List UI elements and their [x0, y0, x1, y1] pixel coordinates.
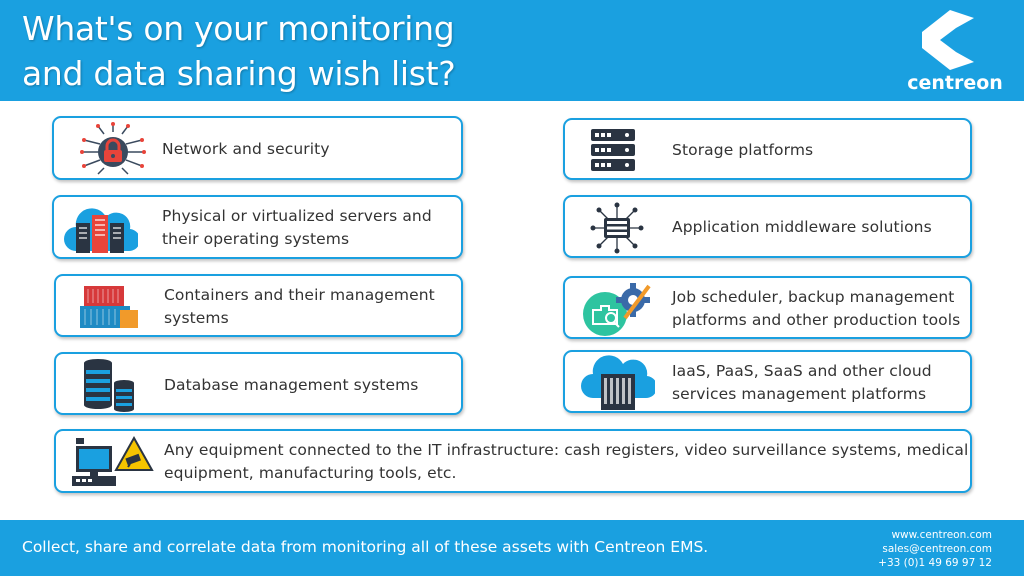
- equipment-line-2: equipment, manufacturing tools, etc.: [164, 464, 457, 482]
- containers-line-1: Containers and their management: [164, 286, 435, 304]
- page-title: What's on your monitoring and data shari…: [22, 6, 642, 96]
- card-equipment-label: Any equipment connected to the IT infras…: [164, 439, 968, 485]
- website-link[interactable]: www.centreon.com: [891, 529, 992, 541]
- card-middleware: Application middleware solutions: [563, 195, 972, 258]
- servers-line-1: Physical or virtualized servers and: [162, 207, 432, 225]
- centreon-logo[interactable]: centreon: [900, 6, 1010, 96]
- email-link[interactable]: sales@centreon.com: [882, 543, 992, 555]
- title-line-1: What's on your monitoring: [22, 9, 455, 48]
- card-servers: Physical or virtualized servers and thei…: [52, 195, 463, 259]
- shipping-containers-icon: [80, 286, 138, 328]
- card-middleware-label: Application middleware solutions: [672, 218, 932, 236]
- jobs-line-2: platforms and other production tools: [672, 311, 961, 329]
- database-icon: [84, 359, 134, 412]
- servers-line-2: their operating systems: [162, 230, 350, 248]
- card-cloud-services: IaaS, PaaS, SaaS and other cloud service…: [563, 350, 972, 413]
- equipment-line-1: Any equipment connected to the IT infras…: [164, 441, 969, 459]
- card-network-security: Network and security: [52, 116, 463, 180]
- contact-info: www.centreon.com sales@centreon.com +33 …: [878, 528, 992, 570]
- card-job-scheduler-label: Job scheduler, backup management platfor…: [672, 286, 960, 332]
- card-storage: Storage platforms: [563, 118, 972, 180]
- footer-tagline: Collect, share and correlate data from m…: [22, 538, 709, 556]
- card-database-label: Database management systems: [164, 376, 419, 394]
- cloud-servers-icon: [64, 208, 138, 253]
- card-servers-label: Physical or virtualized servers and thei…: [162, 205, 432, 251]
- card-network-label: Network and security: [162, 140, 330, 158]
- card-equipment: Any equipment connected to the IT infras…: [54, 429, 972, 493]
- centreon-c-logo-icon: [922, 10, 974, 70]
- jobs-line-1: Job scheduler, backup management: [672, 288, 955, 306]
- card-job-scheduler: Job scheduler, backup management platfor…: [563, 276, 972, 339]
- header-bar: What's on your monitoring and data shari…: [0, 0, 1024, 101]
- card-database: Database management systems: [54, 352, 463, 415]
- title-line-2: and data sharing wish list?: [22, 54, 456, 93]
- card-cloud-services-label: IaaS, PaaS, SaaS and other cloud service…: [672, 360, 932, 406]
- cash-register-camera-icon: [72, 435, 154, 486]
- containers-line-2: systems: [164, 309, 229, 327]
- footer-bar: Collect, share and correlate data from m…: [0, 520, 1024, 576]
- middleware-hub-icon: [590, 202, 644, 254]
- logo-text: centreon: [907, 72, 1003, 94]
- network-security-lock-icon: [80, 122, 146, 175]
- cloud-server-icon: [581, 355, 655, 410]
- cloud-line-1: IaaS, PaaS, SaaS and other cloud: [672, 362, 932, 380]
- card-storage-label: Storage platforms: [672, 141, 814, 159]
- gear-tools-icon: [583, 283, 651, 336]
- phone-number: +33 (0)1 49 69 97 12: [878, 557, 992, 569]
- cloud-line-2: services management platforms: [672, 385, 927, 403]
- card-containers-label: Containers and their management systems: [164, 284, 435, 330]
- storage-server-rack-icon: [591, 129, 635, 171]
- card-containers: Containers and their management systems: [54, 274, 463, 337]
